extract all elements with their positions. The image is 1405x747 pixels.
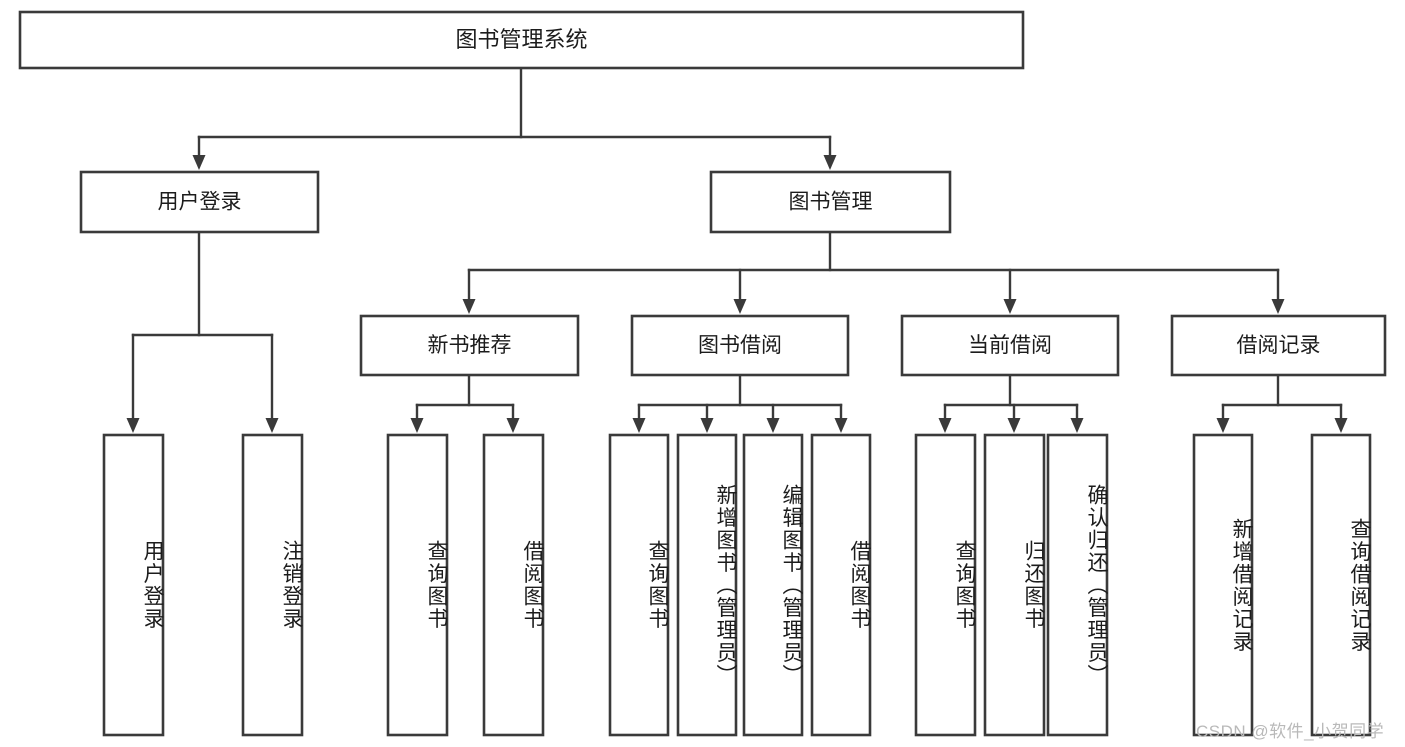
node-leaf-edit-book-admin-box[interactable] bbox=[742, 433, 804, 737]
root-node-box[interactable] bbox=[18, 10, 1025, 70]
node-leaf-add-borrow-record-label: 新增借阅记录 bbox=[1230, 517, 1253, 653]
node-leaf-return-book-box[interactable] bbox=[983, 433, 1046, 737]
node-leaf-query-borrow-record-label: 查询借阅记录 bbox=[1348, 517, 1371, 653]
arrow-book-manage-to-level2-0 bbox=[462, 299, 476, 314]
node-leaf-logout-box[interactable] bbox=[241, 433, 304, 737]
node-box-layer bbox=[18, 10, 1387, 737]
watermark-text: CSDN @软件_小贺同学 bbox=[1196, 722, 1385, 741]
arrow-user-login-to-leaf-0 bbox=[126, 418, 140, 433]
node-leaf-confirm-return-admin-box[interactable] bbox=[1046, 433, 1109, 737]
node-leaf-add-book-admin-box[interactable] bbox=[676, 433, 738, 737]
arrow-group-2-to-leaf-1 bbox=[1007, 418, 1021, 433]
node-leaf-borrow-book-1-label: 借阅图书 bbox=[521, 540, 544, 630]
arrow-group-1-to-leaf-1 bbox=[700, 418, 714, 433]
arrow-root-to-level1-0 bbox=[192, 155, 206, 170]
node-leaf-borrow-book-2-label: 借阅图书 bbox=[848, 540, 871, 630]
arrow-group-0-to-leaf-1 bbox=[506, 418, 520, 433]
node-leaf-query-book-3-label: 查询图书 bbox=[953, 540, 976, 630]
node-leaf-query-book-2-box[interactable] bbox=[608, 433, 670, 737]
node-leaf-add-book-admin-label: 新增图书（管理员） bbox=[714, 483, 737, 687]
node-user-login-label: 用户登录 bbox=[158, 191, 242, 214]
arrow-user-login-to-leaf-1 bbox=[265, 418, 279, 433]
node-leaf-logout-label: 注销登录 bbox=[280, 540, 303, 630]
node-leaf-query-book-2-label: 查询图书 bbox=[646, 540, 669, 630]
node-leaf-query-book-1-label: 查询图书 bbox=[425, 540, 448, 630]
node-new-book-recommend-label: 新书推荐 bbox=[428, 334, 512, 357]
node-book-manage-box[interactable] bbox=[709, 170, 952, 234]
node-leaf-add-borrow-record-box[interactable] bbox=[1192, 433, 1254, 737]
arrow-group-1-to-leaf-3 bbox=[834, 418, 848, 433]
node-leaf-borrow-book-2-box[interactable] bbox=[810, 433, 872, 737]
arrow-group-1-to-leaf-2 bbox=[766, 418, 780, 433]
node-user-login-box[interactable] bbox=[79, 170, 320, 234]
node-leaf-query-borrow-record-box[interactable] bbox=[1310, 433, 1372, 737]
arrow-book-manage-to-level2-2 bbox=[1003, 299, 1017, 314]
node-book-manage-label: 图书管理 bbox=[789, 191, 873, 214]
arrow-group-1-to-leaf-0 bbox=[632, 418, 646, 433]
connector-layer bbox=[126, 66, 1348, 433]
arrow-book-manage-to-level2-1 bbox=[733, 299, 747, 314]
node-leaf-user-login-box[interactable] bbox=[102, 433, 165, 737]
node-leaf-query-book-1-box[interactable] bbox=[386, 433, 449, 737]
node-leaf-borrow-book-1-box[interactable] bbox=[482, 433, 545, 737]
node-borrow-record-box[interactable] bbox=[1170, 314, 1387, 377]
arrow-group-3-to-leaf-0 bbox=[1216, 418, 1230, 433]
node-book-borrow-box[interactable] bbox=[630, 314, 850, 377]
node-current-borrow-label: 当前借阅 bbox=[968, 334, 1052, 357]
node-book-borrow-label: 图书借阅 bbox=[698, 334, 782, 357]
arrow-group-2-to-leaf-0 bbox=[938, 418, 952, 433]
node-leaf-query-book-3-box[interactable] bbox=[914, 433, 977, 737]
arrow-group-0-to-leaf-0 bbox=[410, 418, 424, 433]
node-leaf-confirm-return-admin-label: 确认归还（管理员） bbox=[1085, 483, 1108, 687]
node-new-book-recommend-box[interactable] bbox=[359, 314, 580, 377]
node-current-borrow-box[interactable] bbox=[900, 314, 1120, 377]
arrow-book-manage-to-level2-3 bbox=[1271, 299, 1285, 314]
arrow-group-3-to-leaf-1 bbox=[1334, 418, 1348, 433]
node-leaf-return-book-label: 归还图书 bbox=[1022, 540, 1045, 630]
node-borrow-record-label: 借阅记录 bbox=[1237, 334, 1321, 357]
arrow-group-2-to-leaf-2 bbox=[1070, 418, 1084, 433]
node-leaf-user-login-label: 用户登录 bbox=[141, 540, 164, 630]
node-leaf-edit-book-admin-label: 编辑图书（管理员） bbox=[780, 483, 803, 687]
arrow-root-to-level1-1 bbox=[823, 155, 837, 170]
root-node-label: 图书管理系统 bbox=[455, 27, 587, 52]
